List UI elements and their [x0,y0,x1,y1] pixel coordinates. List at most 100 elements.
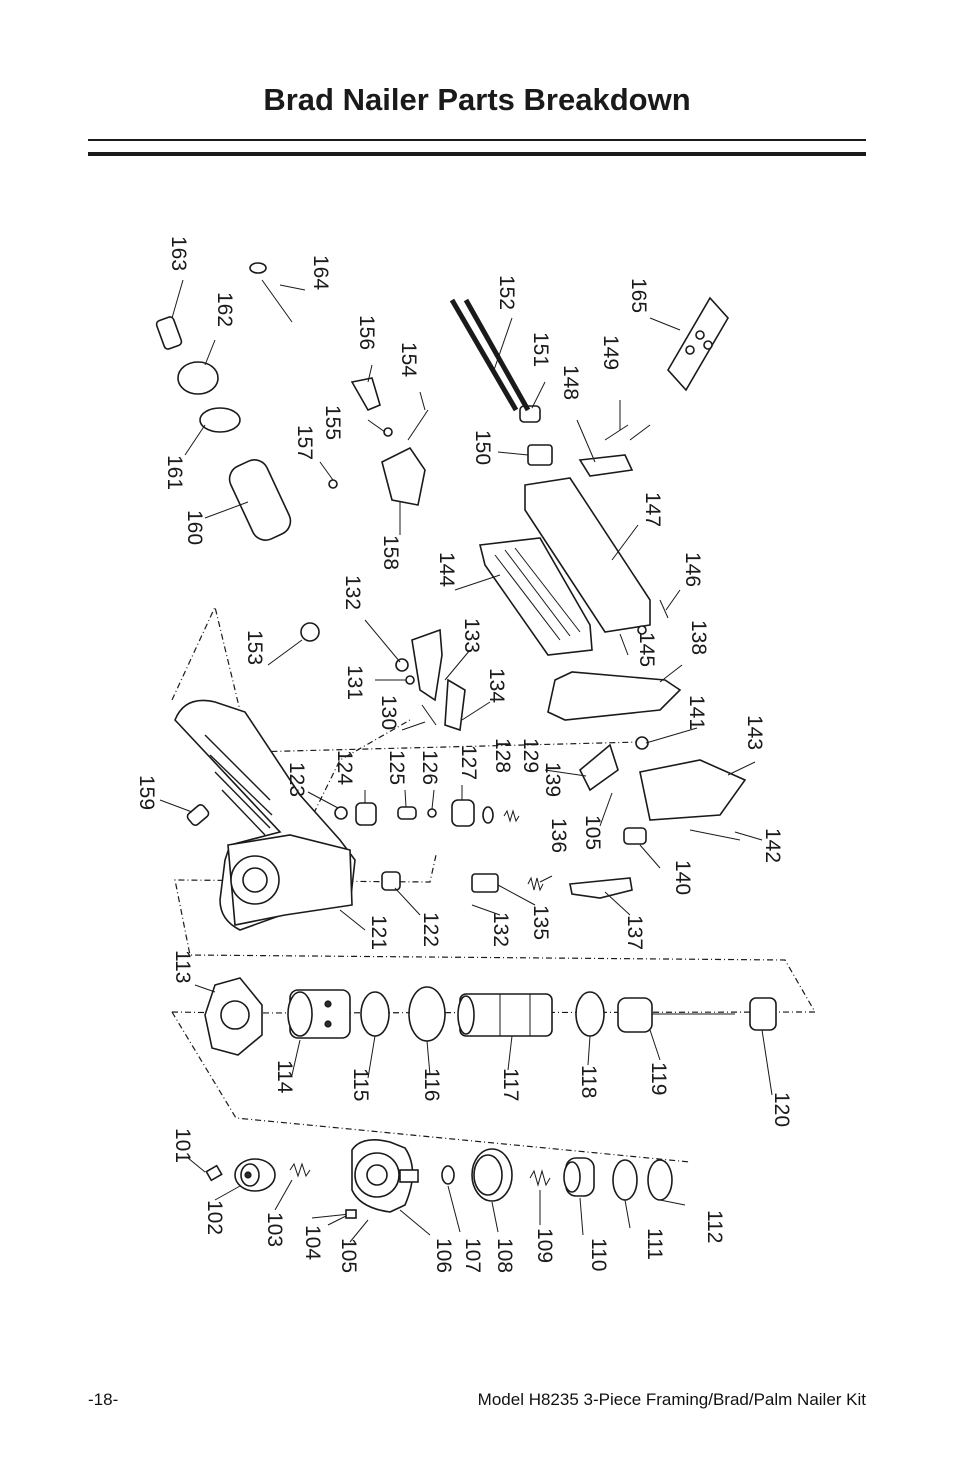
label-144: 144 [435,552,458,587]
label-106: 106 [432,1238,455,1273]
part-137-safety [569,877,633,899]
part-128-oring [482,806,494,824]
page-title: Brad Nailer Parts Breakdown [263,82,691,117]
label-149: 149 [599,335,622,370]
part-126-oring [427,808,437,818]
label-155: 155 [321,405,344,440]
label-105-mid: 105 [581,815,604,850]
label-116: 116 [420,1068,443,1101]
label-152: 152 [495,275,518,310]
label-107: 107 [461,1238,484,1273]
part-148-bracket [578,454,634,477]
part-145-screw [637,625,647,635]
part-124-bushing [355,802,377,826]
label-165: 165 [627,278,650,313]
part-164-pin [249,262,293,323]
label-159: 159 [135,775,158,810]
part-142-bolt [689,829,741,841]
label-129: 129 [519,738,542,773]
part-149-screws [604,424,651,441]
part-110-valve [563,1157,595,1197]
part-134-lever [444,678,466,732]
label-146: 146 [681,552,704,587]
label-140: 140 [671,860,694,895]
label-134: 134 [485,668,508,703]
part-125-plunger [397,806,417,820]
part-162-cap [177,361,219,395]
label-101: 101 [171,1128,194,1163]
part-152-rods [449,298,531,412]
label-128: 128 [491,738,514,773]
label-108: 108 [493,1238,516,1273]
part-155-clip [383,427,393,437]
part-132-clip [395,658,409,672]
label-160: 160 [183,510,206,545]
label-135: 135 [529,905,552,940]
title-rule-thin [88,139,866,141]
part-157-screw [328,479,338,489]
label-125: 125 [385,750,408,785]
part-163-air-fitting [155,316,183,350]
label-120: 120 [770,1092,793,1127]
part-151-fitting [519,405,541,423]
part-122-fitting [381,871,401,891]
part-117-sleeve [457,993,553,1037]
part-114-cylinder [287,989,351,1039]
label-154: 154 [397,342,420,377]
part-136-spring [527,876,544,892]
part-102-cap [234,1158,276,1192]
part-150-latch [527,444,553,466]
label-157: 157 [293,425,316,460]
part-154-pin [407,409,429,441]
part-115-oring [360,991,390,1037]
label-114: 114 [273,1060,296,1094]
part-158-bracket [381,446,426,506]
label-124: 124 [333,750,356,785]
part-143-guide-plate [639,759,747,821]
part-135-bracket [471,873,499,893]
label-141: 141 [685,695,708,730]
label-136: 136 [547,818,570,853]
label-147: 147 [641,492,664,527]
label-127: 127 [457,745,480,780]
part-165-label-plate [667,296,729,392]
part-139-plate [579,743,619,792]
label-162: 162 [213,292,236,327]
part-116-oring [408,986,446,1042]
part-133-trigger [411,628,443,702]
part-153-nut [300,622,320,642]
leader-lines [159,279,773,1243]
part-104-bolt [311,1209,357,1219]
label-153: 153 [243,630,266,665]
part-144-magazine-cover [479,537,593,656]
label-163: 163 [167,236,190,271]
part-123-washer [334,806,348,820]
part-140-bolt [623,827,647,845]
label-104: 104 [301,1225,324,1260]
part-147-magazine-rail [524,477,651,633]
part-160-exhaust-tube [228,459,292,541]
part-109-spring [529,1169,551,1187]
label-123: 123 [285,762,308,797]
part-number-labels: 101 102 103 104 105 106 107 108 109 110 … [135,236,793,1273]
part-111-oring [612,1159,638,1201]
part-129-spring [503,809,520,823]
label-122: 122 [419,912,442,947]
label-133: 133 [460,618,483,653]
label-111: 111 [643,1228,666,1260]
label-150: 150 [471,430,494,465]
part-161-oring [199,407,241,433]
part-146-screw [659,599,669,619]
label-143: 143 [743,715,766,750]
label-151: 151 [529,332,552,367]
part-120-bumper [749,997,777,1031]
part-113-gasket [204,977,263,1056]
label-131: 131 [343,665,366,700]
page-number: -18- [88,1390,119,1409]
label-164: 164 [309,255,332,290]
part-103-spring [289,1162,311,1178]
part-112-oring [647,1159,673,1201]
title-rule-thick [88,152,866,156]
part-121-housing [174,699,356,931]
